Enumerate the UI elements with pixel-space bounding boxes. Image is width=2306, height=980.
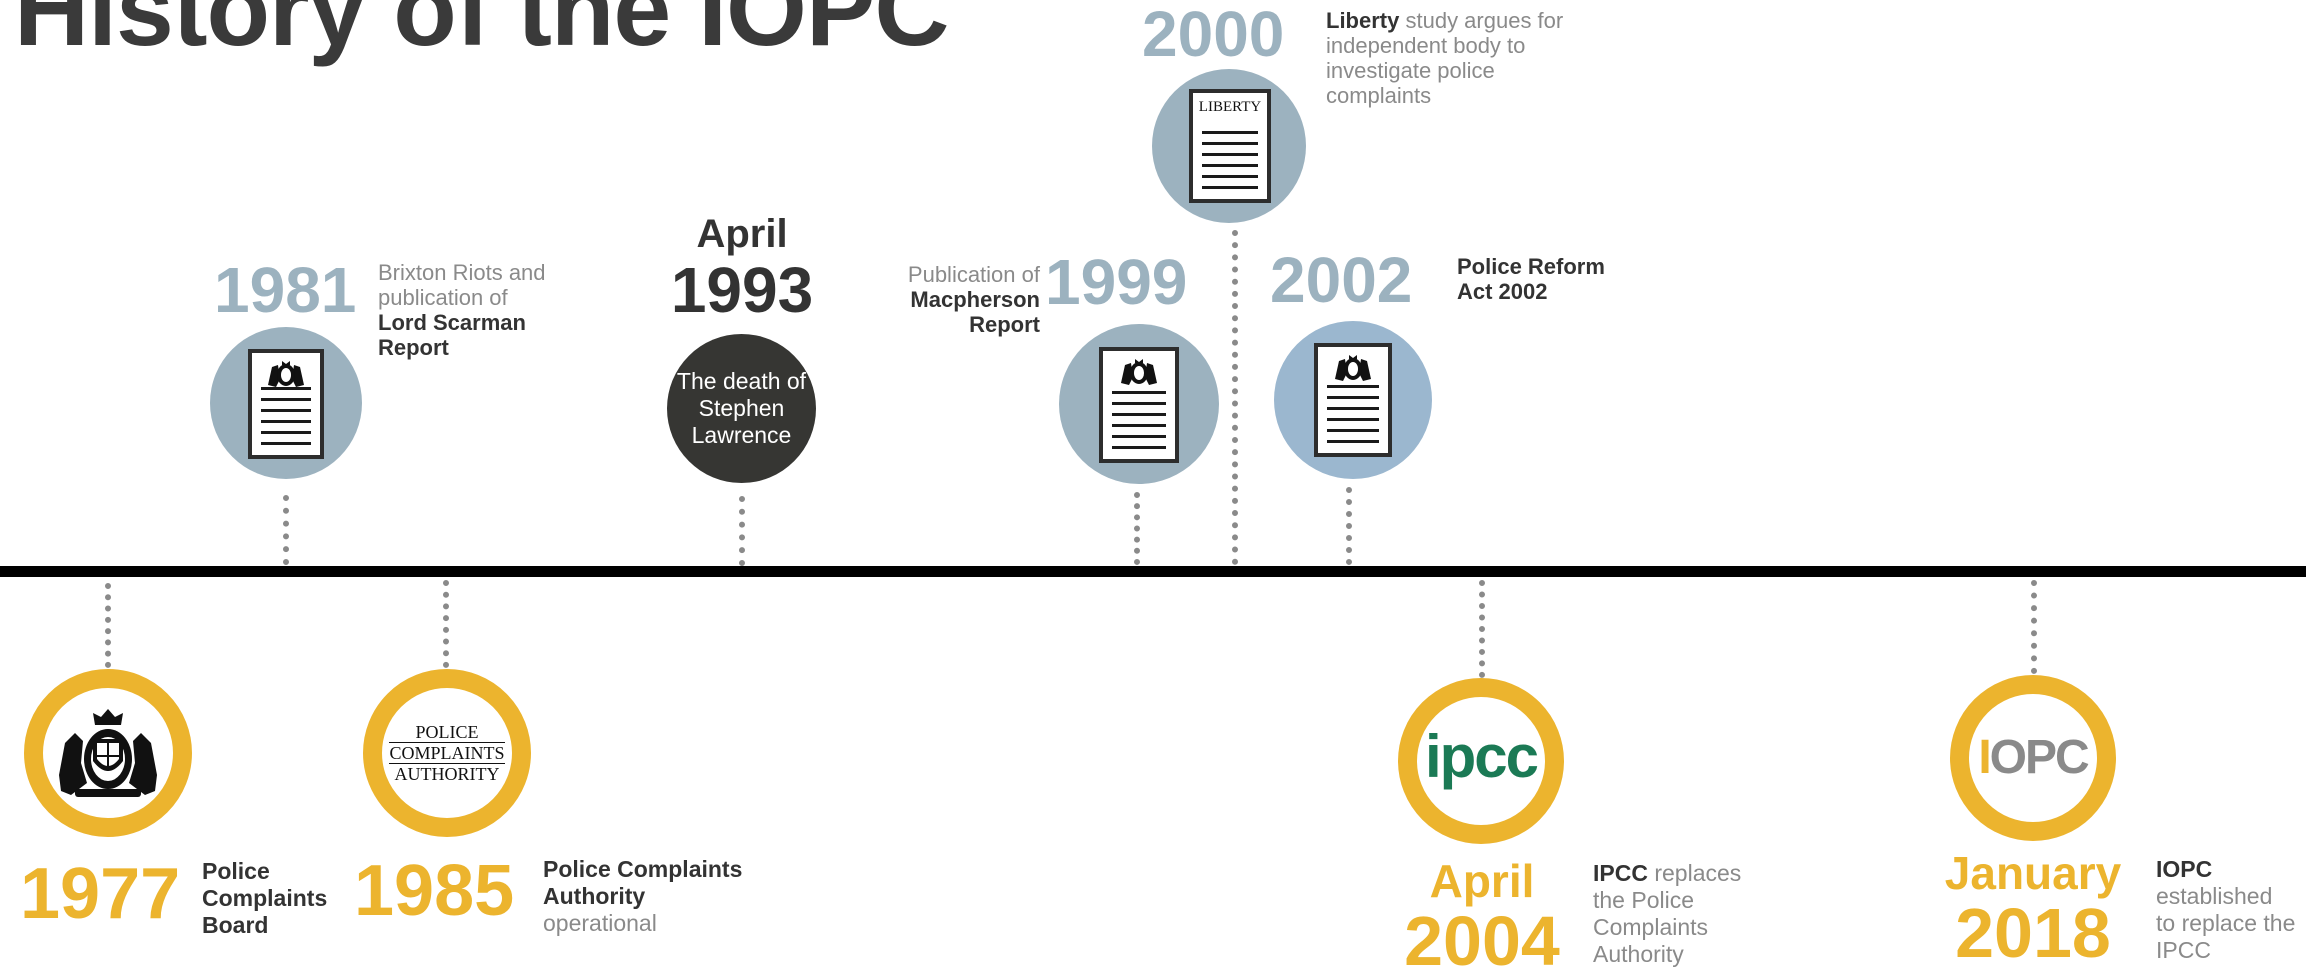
connector-2002 [1346,487,1352,565]
iopc-logo: IOPC [1978,731,2089,784]
date-1993: April 1993 [642,214,842,322]
badge-1993: The death of Stephen Lawrence [667,334,816,483]
date-2018: January 2018 [1928,850,2138,968]
connector-1985 [443,580,449,668]
desc-2018: IOPC established to replace the IPCC [2156,856,2296,963]
month-2004: April [1429,855,1535,907]
desc-1999: Publication of Macpherson Report [907,262,1040,337]
year-2004: 2004 [1404,902,1560,980]
badge-1985: POLICE COMPLAINTS AUTHORITY [363,669,531,837]
timeline-axis [0,566,2306,577]
document-icon [1314,343,1392,457]
desc-2000: Liberty study argues for independent bod… [1326,8,1564,108]
royal-crest-icon [59,709,157,797]
desc-1985: Police Complaints Authority operational [543,856,743,936]
connector-1981 [283,495,289,565]
year-1981: 1981 [214,254,357,326]
badge-1981 [210,327,362,479]
badge-1977 [24,669,192,837]
badge-2004: ipcc [1398,678,1564,844]
connector-1999 [1134,492,1140,565]
badge-2002 [1274,321,1432,479]
connector-2000 [1232,230,1238,565]
year-1999: 1999 [1045,246,1188,318]
month-1993: April [696,212,788,256]
year-2002: 2002 [1270,244,1413,316]
badge-2000: LIBERTY [1152,69,1306,223]
circle-text-1993: The death of Stephen Lawrence [676,368,807,448]
year-1993: 1993 [670,254,814,326]
document-icon [248,349,324,459]
year-1985: 1985 [354,851,515,931]
year-2018: 2018 [1955,894,2111,972]
year-2000: 2000 [1142,0,1285,70]
month-2018: January [1944,847,2122,899]
royal-crest-icon [268,361,304,387]
ipcc-logo: ipcc [1424,723,1539,790]
document-icon [1099,347,1179,463]
badge-1999 [1059,324,1219,484]
liberty-label: LIBERTY [1198,99,1262,115]
pca-logo: POLICE COMPLAINTS AUTHORITY [389,722,505,784]
document-icon: LIBERTY [1189,89,1271,203]
page-title: History of the IOPC [14,0,949,68]
desc-2004: IPCC replaces the Police Complaints Auth… [1593,860,1742,967]
connector-1977 [105,583,111,668]
desc-1977: Police Complaints Board [202,858,328,938]
connector-2018 [2031,580,2037,674]
connector-1993 [739,496,745,566]
desc-2002: Police Reform Act 2002 [1457,254,1605,304]
badge-2018: IOPC [1950,675,2116,841]
royal-crest-icon [1335,355,1371,381]
year-1977: 1977 [20,854,181,934]
connector-2004 [1479,580,1485,678]
desc-1981: Brixton Riots and publication of Lord Sc… [378,260,546,360]
date-2004: April 2004 [1382,858,1582,976]
royal-crest-icon [1121,359,1157,385]
